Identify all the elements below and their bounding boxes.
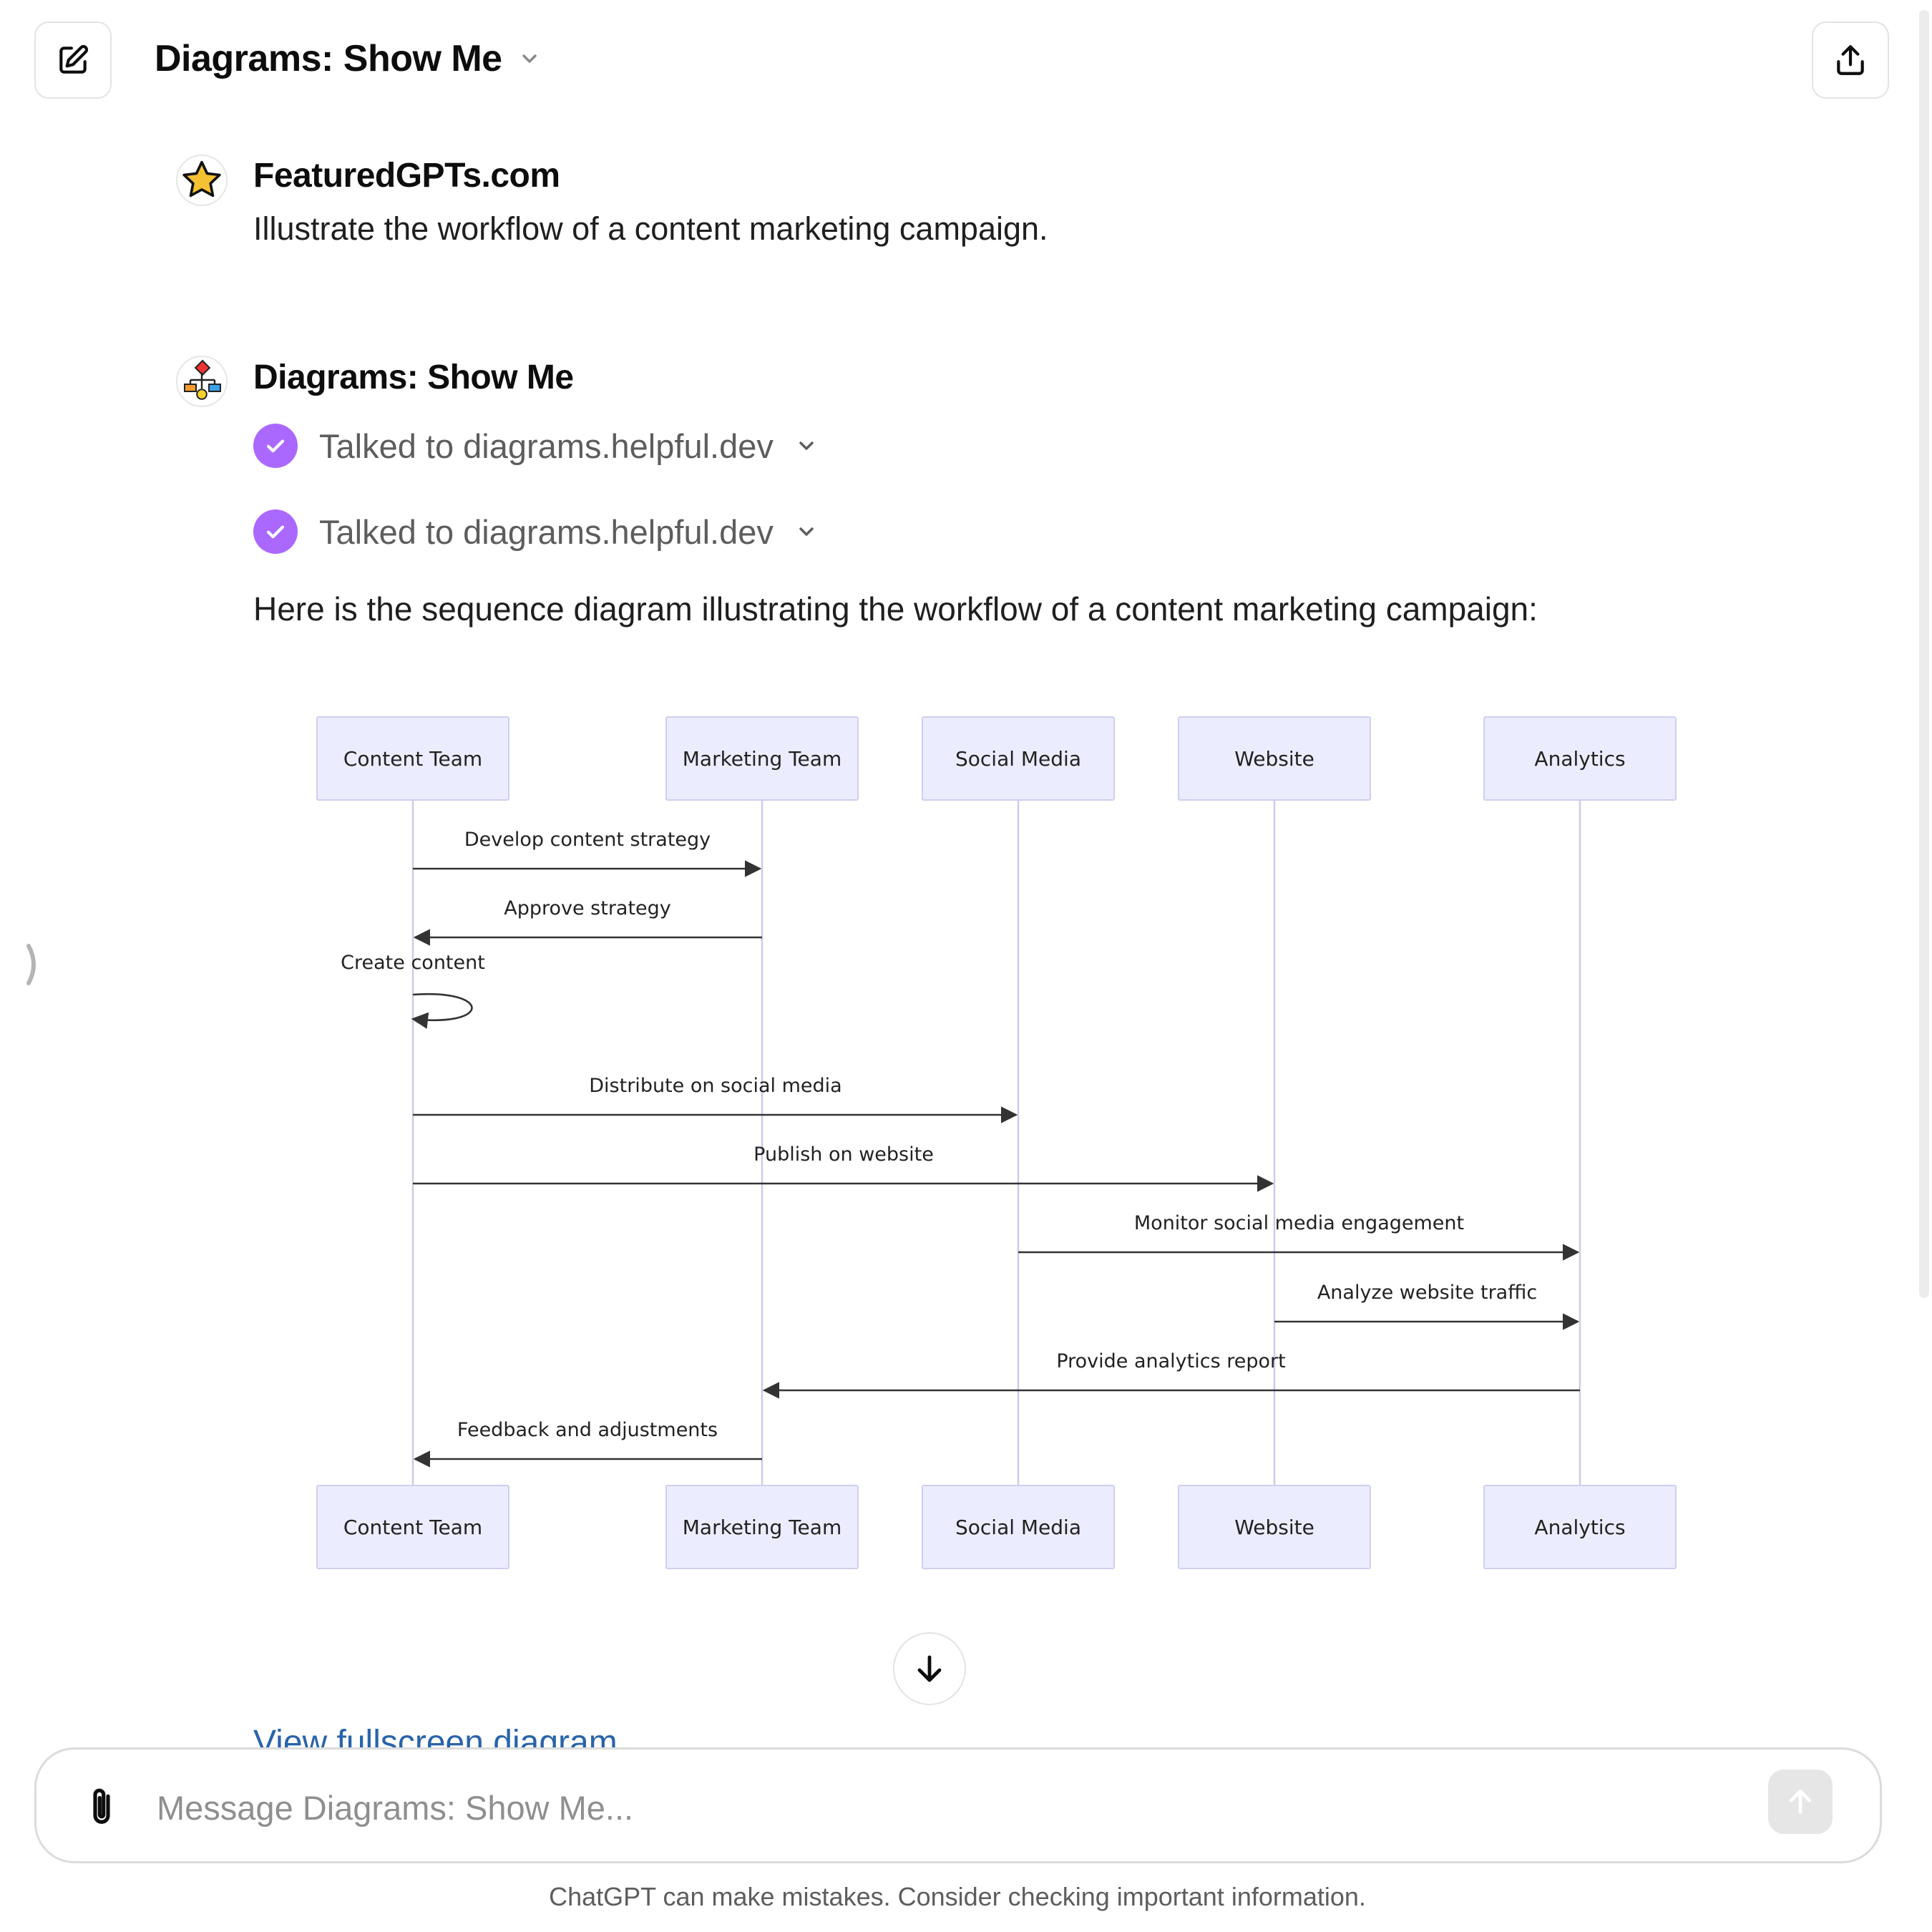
user-name: FeaturedGPTs.com [253, 157, 560, 195]
arrow-up-icon [1789, 1789, 1812, 1815]
actor-label: Website [1234, 1516, 1314, 1539]
share-upload-icon [1837, 45, 1864, 75]
actor-box-bottom: Social Media [922, 1485, 1115, 1569]
edit-square-icon [59, 44, 89, 74]
tool-call-label: Talked to diagrams.helpful.dev [319, 426, 774, 465]
actor-box-top: Analytics [1483, 716, 1677, 801]
tool-call-label: Talked to diagrams.helpful.dev [319, 512, 774, 551]
avatar [176, 155, 228, 206]
send-button[interactable] [1768, 1770, 1833, 1834]
chevron-right-icon [26, 944, 36, 985]
chevron-down-icon [799, 441, 814, 450]
message-label: Analyze website traffic [1317, 1282, 1537, 1304]
message-input[interactable] [155, 1778, 1732, 1837]
paperclip-icon [93, 1788, 110, 1824]
scrollbar[interactable] [1916, 0, 1932, 1302]
message-label: Monitor social media engagement [1134, 1212, 1464, 1234]
model-selector[interactable]: Diagrams: Show Me [155, 37, 541, 80]
actor-box-top: Marketing Team [665, 716, 859, 801]
message-composer [34, 1747, 1882, 1863]
tool-call-1[interactable]: Talked to diagrams.helpful.dev [253, 424, 818, 468]
actor-box-top: Website [1178, 716, 1371, 801]
scroll-down-button[interactable] [893, 1632, 966, 1705]
arrow-down-icon [917, 1655, 942, 1682]
message-label: Distribute on social media [589, 1075, 841, 1097]
actor-box-bottom: Content Team [316, 1485, 509, 1569]
actor-label: Marketing Team [683, 747, 841, 771]
actor-label: Social Media [955, 747, 1081, 771]
actor-box-bottom: Website [1178, 1485, 1371, 1569]
self-message-arrow [411, 992, 473, 1029]
message-label: Provide analytics report [1056, 1350, 1285, 1372]
actor-box-top: Social Media [922, 716, 1115, 801]
user-message-text: Illustrate the workflow of a content mar… [253, 210, 1048, 247]
disclaimer-text: ChatGPT can make mistakes. Consider chec… [549, 1882, 1366, 1911]
actor-box-top: Content Team [316, 716, 509, 801]
view-fullscreen-link[interactable]: View fullscreen diagram [253, 1724, 618, 1750]
actor-box-bottom: Analytics [1483, 1485, 1677, 1569]
message-label: Approve strategy [504, 897, 671, 919]
actor-label: Website [1234, 747, 1314, 771]
actor-label: Social Media [955, 1516, 1081, 1539]
sidebar-toggle[interactable] [26, 943, 42, 990]
actor-label: Analytics [1534, 747, 1625, 771]
message-label: Create content [341, 952, 485, 974]
check-circle-icon [253, 424, 298, 468]
star-icon [182, 160, 221, 197]
scrollbar-thumb[interactable] [1919, 10, 1929, 1298]
actor-label: Content Team [343, 1516, 482, 1539]
actor-box-bottom: Marketing Team [665, 1485, 859, 1569]
chevron-down-icon [799, 527, 814, 536]
chevron-down-icon [522, 54, 537, 63]
actor-label: Marketing Team [683, 1516, 841, 1539]
page-title: Diagrams: Show Me [155, 38, 502, 79]
actor-label: Content Team [343, 747, 482, 771]
attach-button[interactable] [77, 1782, 127, 1833]
check-circle-icon [253, 509, 298, 554]
assistant-name: Diagrams: Show Me [253, 358, 574, 396]
diagram-logo-icon [184, 359, 221, 400]
actor-label: Analytics [1534, 1516, 1625, 1539]
new-chat-button[interactable] [34, 21, 112, 99]
share-button[interactable] [1812, 21, 1889, 99]
avatar [176, 356, 228, 407]
message-label: Develop content strategy [464, 829, 711, 851]
message-label: Publish on website [753, 1143, 934, 1166]
message-label: Feedback and adjustments [457, 1419, 718, 1441]
tool-call-2[interactable]: Talked to diagrams.helpful.dev [253, 509, 818, 554]
assistant-message-text: Here is the sequence diagram illustratin… [253, 590, 1538, 628]
